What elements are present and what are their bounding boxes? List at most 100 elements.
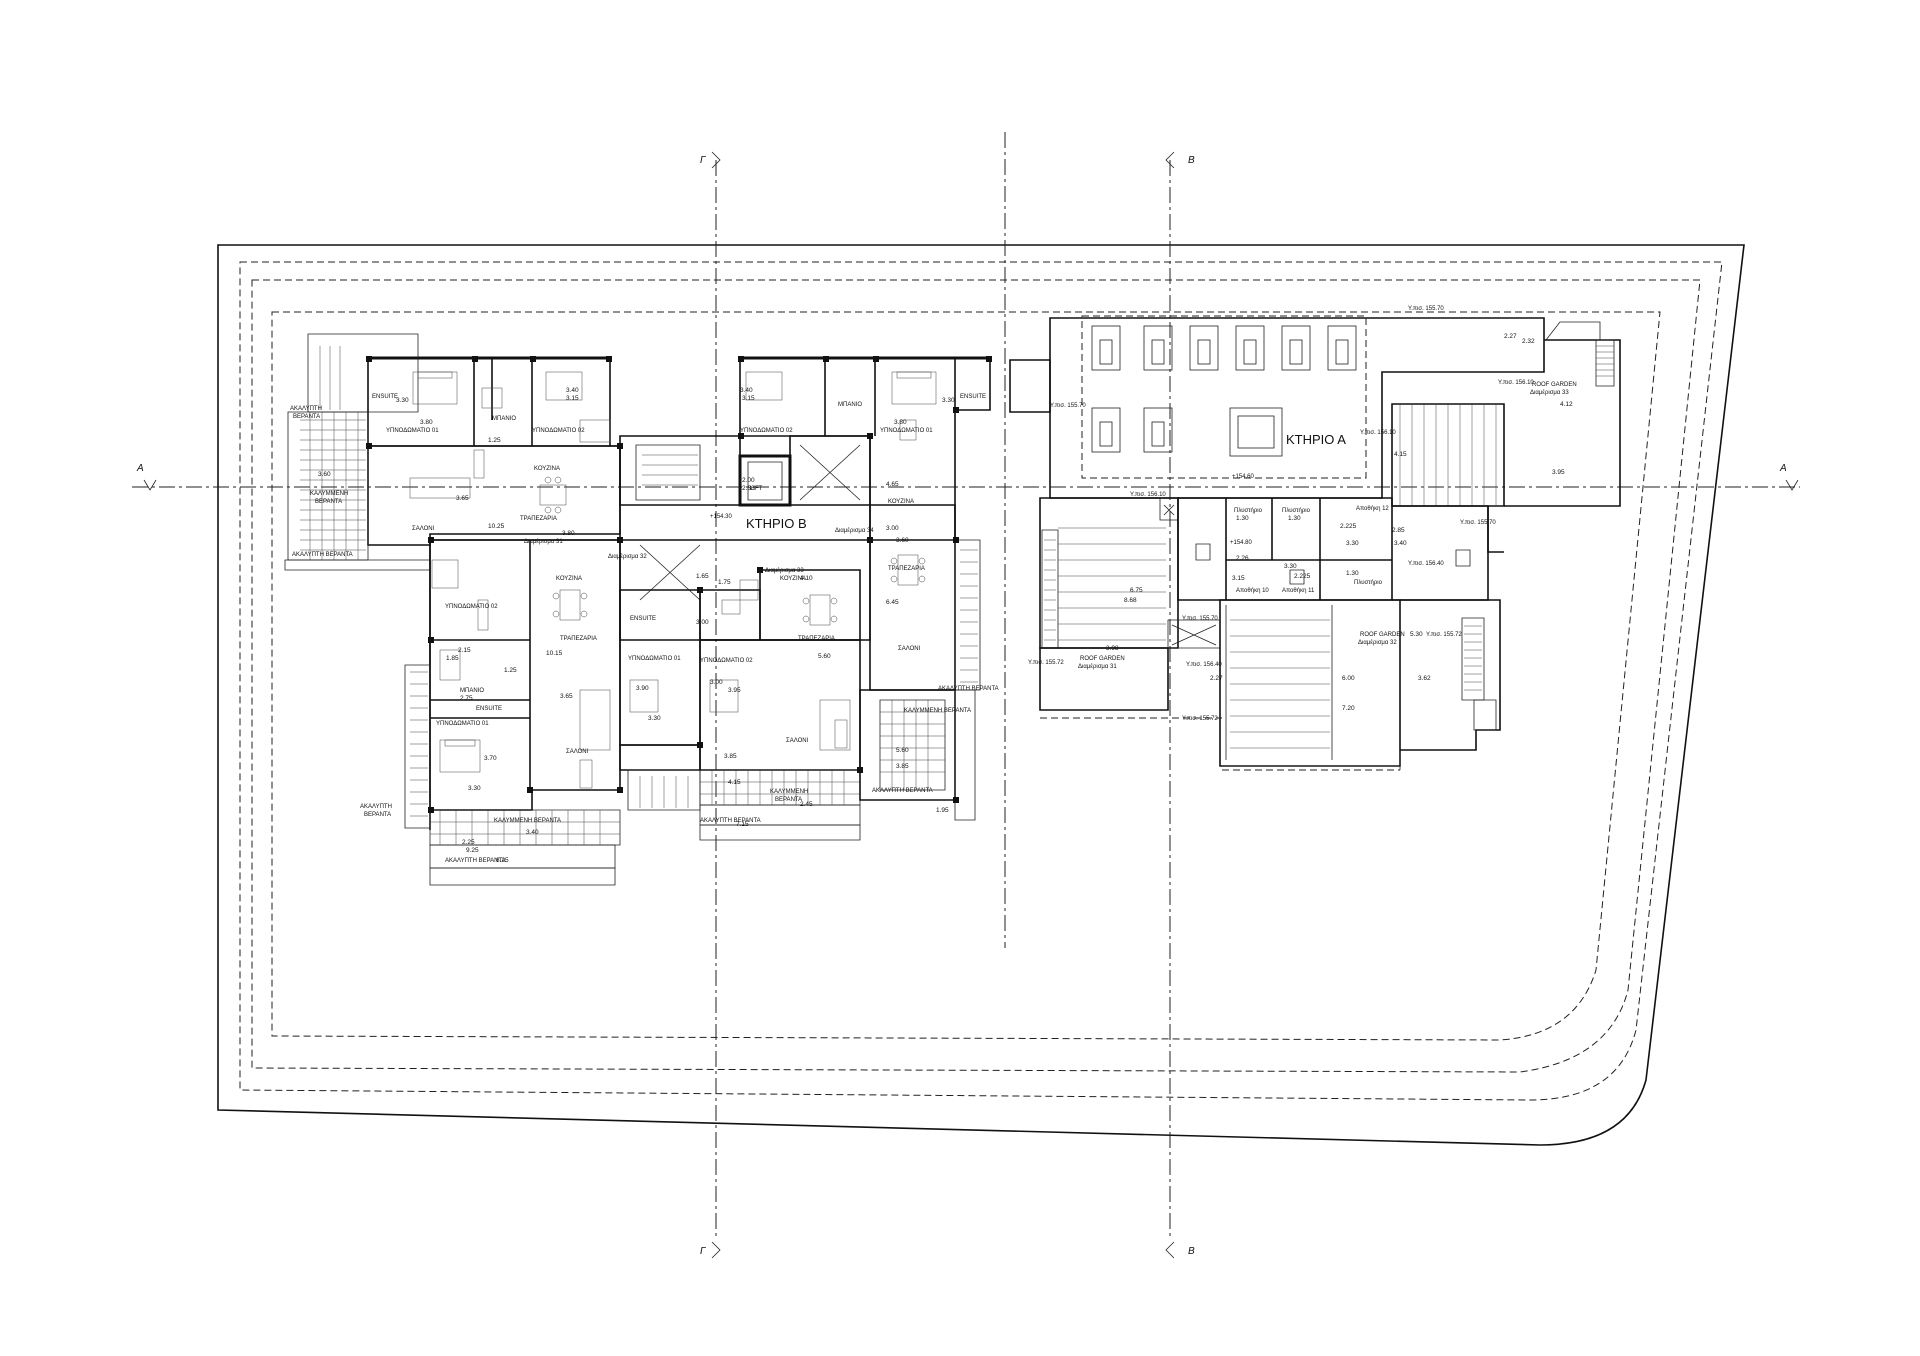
dim-1.30-c: 1.30	[1346, 570, 1359, 577]
dim-1.85: 1.85	[446, 655, 459, 662]
label-saloni-d: ΣΑΛΟΝΙ	[786, 738, 809, 744]
label-saloni-b: ΣΑΛΟΝΙ	[898, 646, 921, 652]
dim-3.98: 3.98	[1106, 645, 1119, 652]
label-akalypti-veranta-5: ΑΚΑΛΥΠΤΗ ΒΕΡΑΝΤΑ	[938, 686, 999, 692]
section-marker-g-bottom: Γ	[700, 1246, 707, 1257]
label-pliystirio-1: Πλυστήριο	[1234, 507, 1263, 514]
label-diamerisma-33: Διαμέρισμα 33	[765, 567, 804, 574]
label-apothiki-11: Αποθήκη 11	[1282, 587, 1315, 594]
label-ensuite-c: ENSUITE	[476, 706, 502, 712]
level-y155-72-c: Υ.πισ. 155.72	[1028, 660, 1064, 666]
dim-3.85-b: 3.85	[724, 753, 737, 760]
label-veranta-3: ΒΕΡΑΝΤΑ	[364, 812, 391, 818]
label-roof-garden-32: ROOF GARDEN	[1360, 632, 1405, 638]
section-markers: Α Α Γ Γ Β Β	[136, 151, 1799, 1259]
label-akalypti-veranta-3: ΑΚΑΛΥΠΤΗ ΒΕΡΑΝΤΑ	[700, 818, 761, 824]
label-pliystirio-2: Πλυστήριο	[1282, 507, 1311, 514]
label-trapezaria-d: ΤΡΑΠΕΖΑΡΙΑ	[798, 636, 835, 642]
dim-1.25-a: 1.25	[488, 437, 501, 444]
label-veranta-1: ΒΕΡΑΝΤΑ	[293, 414, 320, 420]
dim-3.70: 3.70	[484, 755, 497, 762]
label-akalypti-veranta-1: ΑΚΑΛΥΠΤΗ ΒΕΡΑΝΤΑ	[292, 552, 353, 558]
dim-2.75: 2.75	[460, 695, 473, 702]
label-kouzina-b: ΚΟΥΖΙΝΑ	[888, 499, 914, 505]
level-y155-70-right: Υ.πισ. 155.70	[1460, 520, 1496, 526]
dim-3.30-e: 3.30	[1346, 540, 1359, 547]
label-lift: LIFT	[750, 486, 763, 492]
label-trapezaria-c: ΤΡΑΠΕΖΑΡΙΑ	[560, 636, 597, 642]
label-akalypti-1: ΑΚΑΛΥΠΤΗ	[290, 406, 322, 412]
dim-4.15: 4.15	[1394, 451, 1407, 458]
label-ypnodomatio-01-d: ΥΠΝΟΔΩΜΑΤΙΟ 01	[628, 656, 681, 662]
dim-3.60: 3.60	[318, 471, 331, 478]
level-154-60: +154.60	[1232, 474, 1255, 480]
dim-3.10: 3.00	[696, 619, 709, 626]
label-diamerisma-31: Διαμέρισμα 31	[524, 538, 563, 545]
dim-3.90: 3.90	[636, 685, 649, 692]
dim-2.45: 2.45	[800, 801, 813, 808]
label-veranta-4: ΒΕΡΑΝΤΑ	[775, 797, 802, 803]
site-boundary	[217, 244, 1745, 1146]
level-y156-10-mid: Υ.πισ. 156.10	[1360, 430, 1396, 436]
label-mpanio-a: ΜΠΑΝΙΟ	[492, 416, 516, 422]
dim-3.40-a: 3.40	[566, 387, 579, 394]
dim-8.25: 8.25	[496, 857, 509, 864]
dim-7.20: 7.20	[1342, 705, 1355, 712]
label-apothiki-10: Αποθήκη 10	[1236, 587, 1269, 594]
dim-6.00: 6.00	[1342, 675, 1355, 682]
label-akalypti-veranta-2: ΑΚΑΛΥΠΤΗ ΒΕΡΑΝΤΑ	[445, 858, 506, 864]
dim-4.65: 4.65	[886, 481, 899, 488]
dim-9.60: 5.60	[818, 653, 831, 660]
dim-3.80-b: 3.80	[562, 530, 575, 537]
label-kouzina-d: ΚΟΥΖΙΝΑ	[780, 576, 806, 582]
dim-1.75: 1.75	[718, 579, 731, 586]
label-ypnodomatio-02-d: ΥΠΝΟΔΩΜΑΤΙΟ 02	[700, 658, 753, 664]
dim-5.30: 5.30	[1410, 631, 1423, 638]
label-akalypti-2: ΑΚΑΛΥΠΤΗ	[360, 804, 392, 810]
label-kalymmeni-veranta-1: ΚΑΛΥΜΜΕΝΗ ΒΕΡΑΝΤΑ	[494, 818, 561, 824]
dim-2.27-b: 2.27	[1210, 675, 1223, 682]
label-trapezaria-a: ΤΡΑΠΕΖΑΡΙΑ	[520, 516, 557, 522]
dim-1.30-b: 1.30	[1288, 515, 1301, 522]
label-ensuite-d: ENSUITE	[630, 616, 656, 622]
dim-2.30: 2.26	[1236, 555, 1249, 562]
dim-2.25: 2.25	[462, 839, 475, 846]
dim-1.30-a: 1.30	[1236, 515, 1249, 522]
dim-3.60-b: 3.60	[896, 537, 909, 544]
dim-3.15-c: 3.15	[1232, 575, 1245, 582]
label-diamerisma-33-a: Διαμέρισμα 33	[1530, 389, 1569, 396]
label-kalymmeni-veranta-2: ΚΑΛΥΜΜΕΝΗ ΒΕΡΑΝΤΑ	[904, 708, 971, 714]
label-pliystirio-3: Πλυστήριο	[1354, 579, 1383, 586]
section-marker-a-left: Α	[136, 463, 144, 474]
dim-5.60: 5.60	[896, 747, 909, 754]
label-ypnodomatio-02-a: ΥΠΝΟΔΩΜΑΤΙΟ 02	[532, 428, 585, 434]
dim-2.32: 2.32	[1522, 338, 1535, 345]
label-roof-garden-31: ROOF GARDEN	[1080, 656, 1125, 662]
section-marker-g-top: Γ	[700, 155, 707, 166]
dim-4.12: 4.12	[1560, 401, 1573, 408]
dim-2.36: 2.36	[742, 485, 755, 492]
dim-1.25-b: 1.25	[504, 667, 517, 674]
dim-3.65-b: 3.65	[560, 693, 573, 700]
dim-2.00: 2.00	[742, 477, 755, 484]
level-154-80: +154.80	[1230, 540, 1253, 546]
label-diamerisma-32-a: Διαμέρισμα 32	[1358, 639, 1397, 646]
label-diamerisma-32: Διαμέρισμα 32	[608, 553, 647, 560]
dim-4.15-b: 4.15	[728, 779, 741, 786]
level-y155-72-b: Υ.πισ. 155.72	[1426, 632, 1462, 638]
section-marker-b-bottom: Β	[1188, 1246, 1195, 1257]
dim-2.85: 2.85	[1392, 527, 1405, 534]
level-y155-70-top: Υ.πισ. 155.70	[1408, 306, 1444, 312]
dim-4.10: 4.10	[800, 575, 813, 582]
label-mpanio-c: ΜΠΑΝΙΟ	[460, 688, 484, 694]
section-marker-b-top: Β	[1188, 155, 1195, 166]
dim-1.95: 1.95	[936, 807, 949, 814]
level-y155-72-a: Υ.πισ. 155.72	[1182, 716, 1218, 722]
dim-2.65: 1.65	[696, 573, 709, 580]
dim-10.25: 10.25	[488, 523, 505, 530]
label-saloni-a: ΣΑΛΟΝΙ	[412, 526, 435, 532]
dim-3.15-b: 3.15	[742, 395, 755, 402]
dim-3.40-c: 3.40	[740, 387, 753, 394]
label-ensuite-a: ENSUITE	[372, 394, 398, 400]
